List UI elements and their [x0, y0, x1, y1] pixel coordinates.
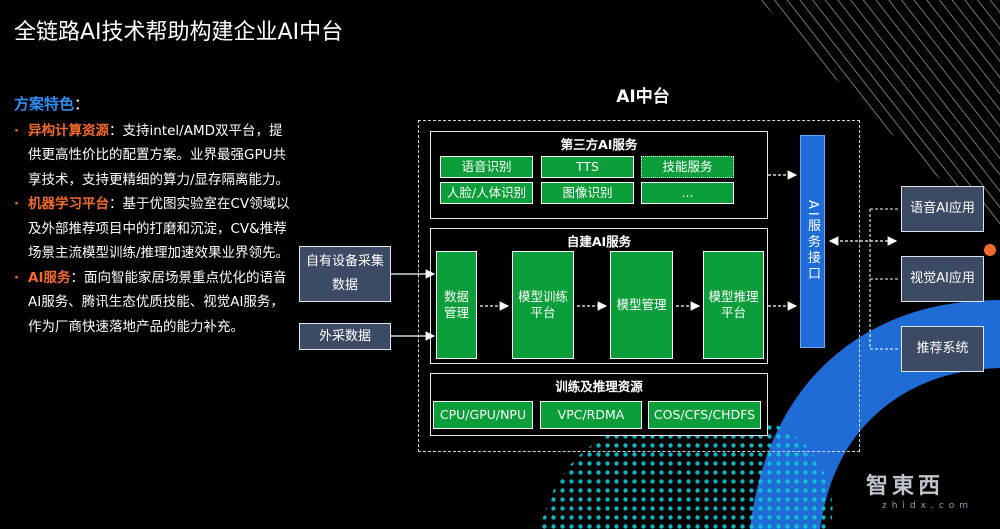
resource-network: VPC/RDMA [540, 401, 642, 429]
app-recommendation: 推荐系统 [901, 326, 984, 372]
diagram-title: AI中台 [616, 87, 670, 107]
feature-label: 异构计算资源 [28, 122, 109, 139]
stripe-decoration [760, 0, 1000, 230]
feature-text: ：面向智能家居场景重点优化的语音AI服务、腾讯生态优质技能、视觉AI服务，作为厂… [28, 269, 287, 335]
resource-compute: CPU/GPU/NPU [433, 401, 533, 429]
logo-subtext: zhidx.com [882, 501, 974, 511]
features-heading-colon: ： [74, 95, 90, 113]
section-title: 第三方AI服务 [560, 137, 638, 152]
service-skills: 技能服务 [641, 156, 734, 178]
orange-dot-decoration [984, 244, 996, 256]
features-panel: 方案特色： · 异构计算资源：支持intel/AMD双平台，提供更高性价比的配置方… [14, 92, 294, 339]
app-vision-ai: 视觉AI应用 [901, 256, 984, 302]
feature-item-ai-service: · AI服务：面向智能家居场景重点优化的语音AI服务、腾讯生态优质技能、视觉AI服… [14, 266, 294, 340]
section-title: 训练及推理资源 [555, 379, 643, 394]
model-management: 模型管理 [610, 251, 673, 359]
feature-bullet: · [14, 196, 20, 212]
model-training-platform: 模型训练平台 [512, 251, 574, 359]
feature-bullet: · [14, 269, 20, 286]
feature-text: ：支持intel/AMD双平台，提供更高性价比的配置方案。业界最强GPU共享技术… [28, 122, 290, 188]
feature-item-heterogeneous: · 异构计算资源：支持intel/AMD双平台，提供更高性价比的配置方案。业界最强… [14, 119, 294, 193]
features-heading: 方案特色： [14, 92, 294, 117]
service-tts: TTS [541, 156, 634, 178]
input-purchased-data: 外采数据 [299, 323, 391, 350]
feature-bullet: · [14, 122, 20, 139]
service-more: ... [641, 182, 734, 204]
features-heading-text: 方案特色 [14, 95, 75, 113]
input-own-device-data: 自有设备采集数据 [299, 246, 391, 302]
section-title: 自建AI服务 [566, 234, 632, 249]
resource-storage: COS/CFS/CHDFS [648, 401, 761, 429]
ai-platform-boundary [418, 120, 860, 452]
zhidx-logo: 智東西 zhidx.com [866, 468, 994, 524]
ai-service-interface: AI服务接口 [800, 135, 825, 348]
interface-label: AI服务接口 [805, 200, 820, 283]
model-inference-platform: 模型推理平台 [703, 251, 764, 359]
service-image-recognition: 图像识别 [541, 182, 634, 204]
feature-label: 机器学习平台 [28, 196, 109, 212]
dot-pattern-decoration [540, 412, 833, 529]
feature-label: AI服务 [28, 269, 71, 286]
data-management: 数据管理 [436, 251, 477, 359]
service-face-body-recognition: 人脸/人体识别 [440, 182, 533, 204]
feature-item-ml-platform: · 机器学习平台：基于优图实验室在CV领域以及外部推荐项目中的打磨和沉淀，CV&推… [14, 192, 294, 266]
service-speech-recognition: 语音识别 [440, 156, 533, 178]
feature-text: ：基于优图实验室在CV领域以及外部推荐项目中的打磨和沉淀，CV&推荐场景主流模型… [28, 196, 290, 261]
logo-text: 智東西 [866, 474, 945, 499]
page-title: 全链路AI技术帮助构建企业AI中台 [14, 20, 344, 45]
app-speech-ai: 语音AI应用 [901, 186, 984, 232]
